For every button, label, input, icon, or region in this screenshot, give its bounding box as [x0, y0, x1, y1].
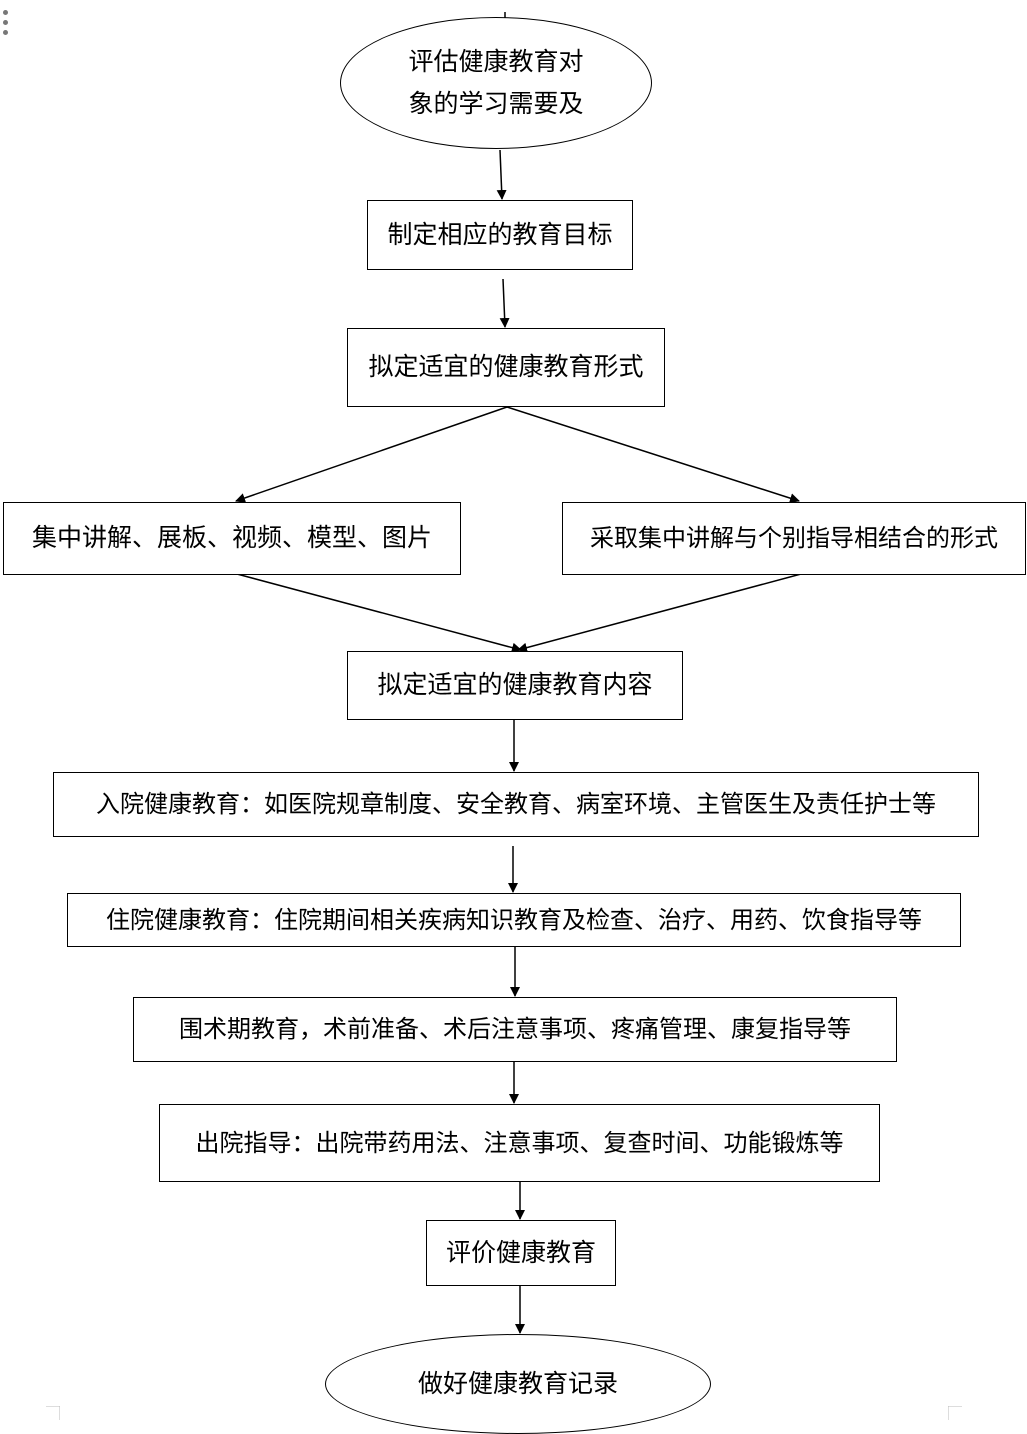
end-ellipse: 做好健康教育记录 [325, 1334, 711, 1434]
step-evaluate-box: 评价健康教育 [426, 1220, 616, 1286]
arrow-left-to-content [236, 573, 522, 653]
arrow-right-to-content [517, 573, 802, 653]
arrow-start-to-goal [496, 149, 507, 200]
step-form-box: 拟定适宜的健康教育形式 [347, 328, 665, 407]
page-corner-mark-left [46, 1406, 60, 1420]
step-evaluate-text: 评价健康教育 [445, 1237, 596, 1267]
start-ellipse: 评估健康教育对 象的学习需要及 [340, 17, 652, 149]
step-admission-box: 入院健康教育：如医院规章制度、安全教育、病室环境、主管医生及责任护士等 [53, 772, 979, 837]
drag-handle-icon[interactable] [3, 10, 11, 40]
page-corner-mark-right [948, 1406, 962, 1420]
step-form-text: 拟定适宜的健康教育形式 [368, 352, 644, 382]
start-line-2: 象的学习需要及 [408, 89, 584, 118]
arrow-form-to-right [506, 406, 800, 504]
step-inpatient-text: 住院健康教育：住院期间相关疾病知识教育及检查、治疗、用药、饮食指导等 [106, 905, 922, 934]
branch-left-box: 集中讲解、展板、视频、模型、图片 [3, 502, 461, 575]
start-line-1: 评估健康教育对 [408, 46, 584, 76]
arrow-form-to-left [235, 406, 508, 503]
step-goal-box: 制定相应的教育目标 [367, 200, 633, 270]
branch-right-text: 采取集中讲解与个别指导相结合的形式 [590, 524, 998, 553]
branch-left-text: 集中讲解、展板、视频、模型、图片 [31, 523, 432, 553]
step-perioperative-text: 围术期教育，术前准备、术后注意事项、疼痛管理、康复指导等 [179, 1015, 851, 1044]
step-inpatient-box: 住院健康教育：住院期间相关疾病知识教育及检查、治疗、用药、饮食指导等 [67, 893, 961, 947]
step-discharge-box: 出院指导：出院带药用法、注意事项、复查时间、功能锻炼等 [159, 1104, 880, 1182]
step-goal-text: 制定相应的教育目标 [387, 219, 613, 249]
step-content-text: 拟定适宜的健康教育内容 [377, 670, 653, 700]
branch-right-box: 采取集中讲解与个别指导相结合的形式 [562, 502, 1026, 575]
step-content-box: 拟定适宜的健康教育内容 [347, 651, 683, 720]
arrow-goal-to-form [499, 278, 510, 328]
step-perioperative-box: 围术期教育，术前准备、术后注意事项、疼痛管理、康复指导等 [133, 997, 897, 1062]
step-admission-text: 入院健康教育：如医院规章制度、安全教育、病室环境、主管医生及责任护士等 [96, 790, 936, 819]
step-discharge-text: 出院指导：出院带药用法、注意事项、复查时间、功能锻炼等 [195, 1128, 844, 1157]
end-text: 做好健康教育记录 [417, 1368, 618, 1398]
